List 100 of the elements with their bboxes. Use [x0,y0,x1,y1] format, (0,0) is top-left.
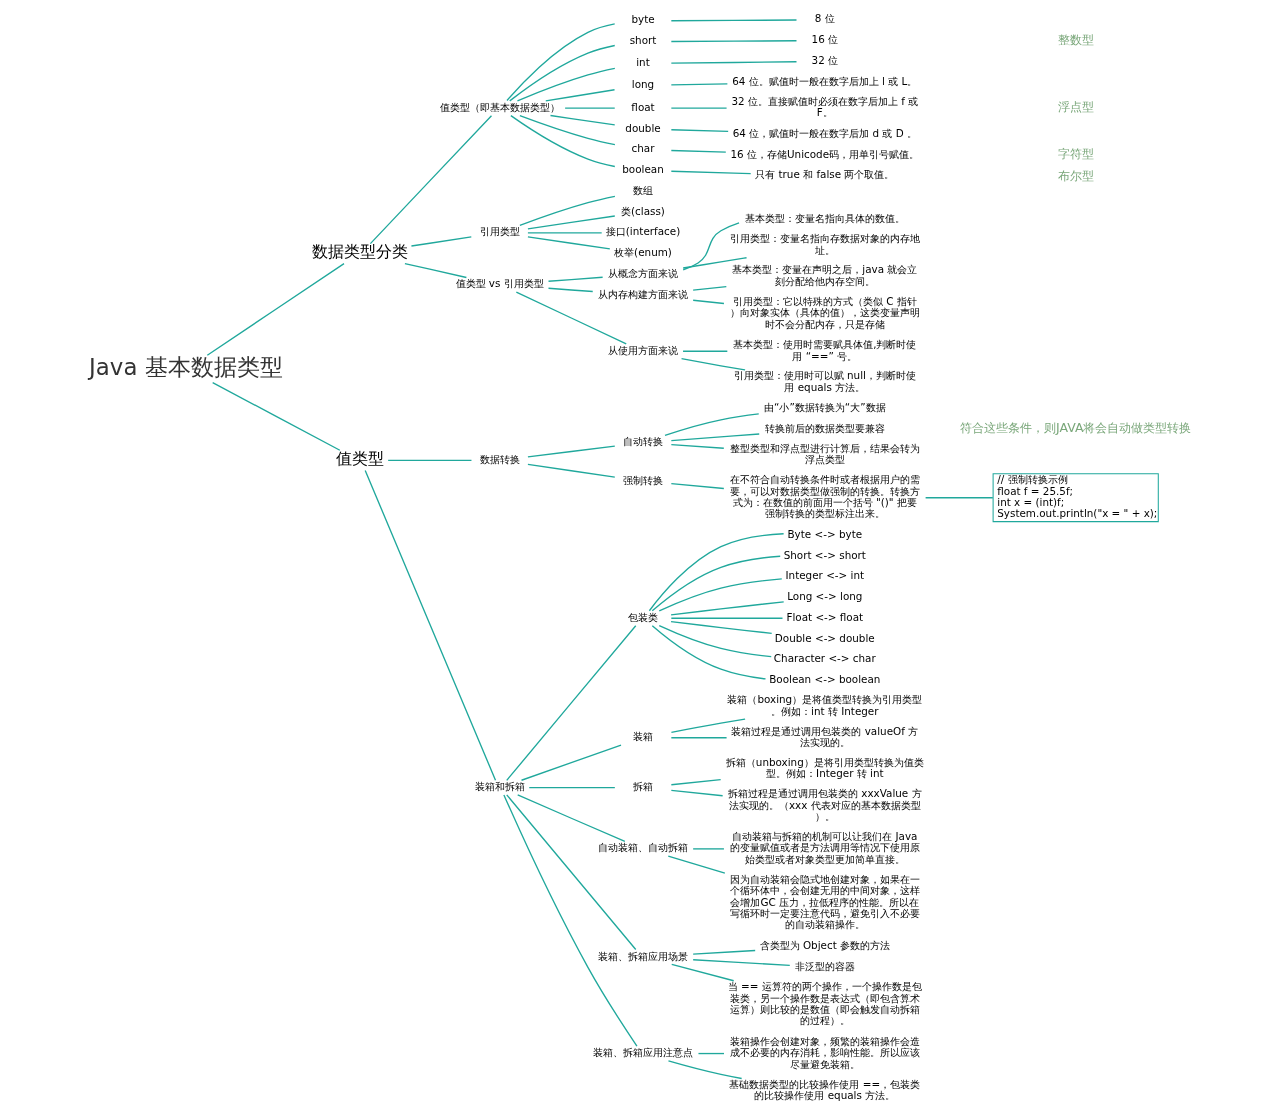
connector [667,1060,743,1080]
node-text: Double <-> double [774,631,875,644]
node-text: Byte <-> byte [787,527,863,540]
node-text: 64 位。赋值时一般在数字后加上 l 或 L。 [732,74,918,87]
node-text: 引用类型：它以特殊的方式（类似 C 指针）向对象实体（具体的值），这类变量声明时不会分配内存，只是存储 [729,295,920,330]
node-text: 拆箱 [633,780,653,793]
connector [527,236,611,250]
connector [516,67,616,102]
node-text: Short <-> short [783,548,866,561]
node-text: 拆箱（unboxing）是将引用类型转换为值类型。例如：Integer 转 int [725,755,924,780]
node-text: 拆箱过程是通过调用包装类的 xxxValue 方法实现的。（xxx 代表对应的基本数据类型）。 [728,787,922,823]
label: 浮点型 [1057,99,1094,115]
connector [515,291,627,345]
connector [527,232,603,234]
connector [682,350,728,352]
label: 符合这些条件，则JAVA将会自动做类型转换 [959,420,1192,436]
connector [670,617,784,619]
node-text: Boolean <-> boolean [769,673,881,686]
node-text: 值类型 vs 引用类型 [455,277,544,290]
node-text: 自动转换 [623,435,663,448]
connector [528,786,616,789]
connector [520,744,622,781]
connector [671,963,735,982]
node-text: 含类型为 Object 参数的方法 [759,939,890,952]
node-text: 自动装箱、自动拆箱 [598,841,688,854]
node-text: 因为自动装箱会隐式地创建对象，如果在一个循环体中，会创建无用的中间对象，这样会增加GC 压力，拉低程序的性能。所以在写循环时一定要注意代码，避免引入不必要的自动装箱操作。 [729,872,920,931]
connector [670,789,724,797]
node-text: Character <-> char [773,652,876,665]
node-text: 32 位 [811,54,839,67]
node-text: 16 位，存储Unicode码，用单引号赋值。 [730,147,920,160]
node-text: 基础数据类型的比较操作使用 ==，包装类的比较操作使用 equals 方法。 [729,1077,921,1102]
connector [212,381,341,451]
node-text: 装箱、拆箱应用注意点 [593,1046,693,1059]
node-text: 从概念方面来说 [608,266,678,279]
node-text: long [631,77,655,90]
node-text: 从内存构建方面来说 [598,287,688,300]
node-text: 8 位 [814,12,835,25]
node-text: 引用类型 [479,225,520,238]
node-text: 从使用方面来说 [608,343,678,356]
connector [364,469,497,781]
node-text: double [625,121,661,134]
label: 字符型 [1057,146,1094,162]
node-text: 包装类 [628,610,658,623]
connector [527,215,616,230]
connector [658,624,772,658]
node-text: 数据转换 [479,452,520,465]
connector [670,482,725,490]
node-text: 只有 true 和 false 两个取值。 [755,168,895,181]
connector [682,222,740,271]
connector [692,949,756,955]
connector [667,855,726,874]
connector [651,555,781,612]
connector [924,497,994,499]
connector [670,737,728,739]
connector [519,195,616,227]
connector [506,625,637,781]
connector [387,459,473,461]
node-text: 引用类型：变量名指向存数据对象的内存地址。 [729,232,920,256]
node-text: short [629,34,657,47]
node-text: 自动装箱与拆箱的机制可以让我们在 Java 的变量赋值或者是方法调用等情况下使用原始类型或者对象类型更加简单直接。 [729,830,920,865]
node-text: 装箱和拆箱 [474,780,525,793]
node-text: 数据类型分类 [311,243,408,262]
connector [670,433,760,442]
connector [648,533,785,612]
node-text: 整型类型和浮点型进行计算后，结果会转为浮点类型 [729,442,920,466]
node-text: 枚举(enum) [614,246,672,259]
node-text: 值类型 [335,449,384,468]
node-text: Float <-> float [786,610,864,623]
connector [549,114,616,126]
node-text: 在不符合自动转换条件时或者根据用户的需要，可以对数据类型做强制的转换。转换方式为：在数值的前面用一个括号 "()" 把要强制转换的类型标注出来。 [729,473,920,520]
connector [506,794,637,951]
connector [658,578,783,612]
node-text: 引用类型：使用时可以赋 null，判断时使用 equals 方法。 [733,369,916,393]
node-text: boolean [622,163,664,176]
node-text: 64 位，赋值时一般在数字后加 d 或 D 。 [732,126,917,139]
node-text: Long <-> long [787,590,863,603]
node-text: 非泛型的容器 [794,959,855,972]
node-text: 由“小”数据转换为“大”数据 [764,401,886,413]
connector [510,114,616,168]
connector [692,959,791,967]
connector [503,794,638,1047]
node-text: Java 基本数据类型 [89,353,283,380]
node-text: int [636,56,650,69]
connector [670,83,729,86]
node-text: 接口(interface) [605,225,681,238]
connector [670,601,785,616]
node-text: 强制转换 [623,473,663,486]
connector [206,262,345,356]
connector [670,107,728,109]
node-text: 装箱过程是通过调用包装类的 valueOf 方法实现的。 [731,724,919,749]
connector [670,61,798,64]
connector [547,276,604,282]
connector [564,107,616,109]
connector [682,257,748,269]
connector [692,285,727,291]
node-text: 当 == 运算符的两个操作，一个操作数是包装类，另一个操作数是表达式（即包含算术运算）则比较的是数值（即会触发自动拆箱的过程）。 [727,980,922,1027]
label: 整数型 [1057,31,1094,47]
connector [651,625,767,680]
connector [506,23,616,102]
connector [547,287,594,293]
